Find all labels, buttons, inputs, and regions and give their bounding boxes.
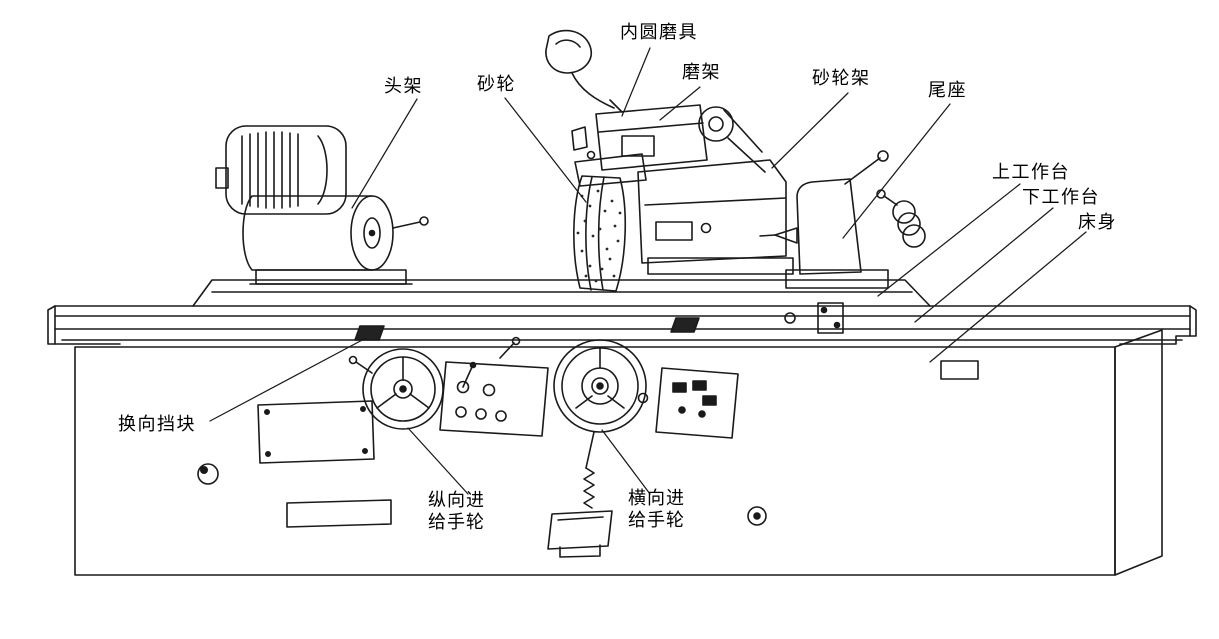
leader-internal-grinder [621,47,651,117]
lower-table-drawing [47,305,1197,345]
control-panel-drawing [439,336,549,437]
leader-grinding-wheel [504,97,587,203]
label-reversing-dog: 换向挡块 [118,414,196,435]
bed-drawing [74,329,1163,576]
label-headstock: 头架 [384,76,423,97]
leader-upper-table [877,183,1021,297]
label-bed: 床身 [1078,212,1117,233]
button-panel-drawing [655,367,739,439]
label-grinding-frame: 磨架 [682,62,721,83]
label-longitudinal-handwheel-line2: 给手轮 [428,511,485,533]
bed-face-details-drawing [197,400,767,528]
label-cross-handwheel: 横向进 给手轮 [628,488,685,532]
label-lower-table: 下工作台 [1022,187,1100,208]
headstock-drawing [215,125,429,285]
label-internal-grinder: 内圆磨具 [620,22,698,43]
tailstock-drawing [759,150,926,289]
leader-reversing-dog [209,337,367,422]
cross-handwheel-drawing [547,339,649,558]
label-grinding-wheel: 砂轮 [477,74,516,95]
label-cross-handwheel-line2: 给手轮 [628,509,685,531]
leader-lines [209,47,1087,495]
longitudinal-handwheel-drawing [348,348,444,430]
wheel-head-drawing [637,159,794,275]
leader-cross-handwheel [601,429,651,495]
label-longitudinal-handwheel-line1: 纵向进 [428,490,485,511]
leader-wheel-head [771,92,849,169]
leader-bed [929,231,1087,363]
label-longitudinal-handwheel: 纵向进 给手轮 [428,490,485,534]
upper-table-drawing [192,279,931,307]
grinding-frame-drawing [571,104,766,173]
table-dogs-drawing [354,302,844,341]
label-wheel-head: 砂轮架 [812,68,871,89]
leader-lower-table [914,207,1054,323]
lamp-drawing [545,29,623,113]
label-tailstock: 尾座 [928,80,967,101]
label-cross-handwheel-line1: 横向进 [628,488,685,509]
leader-longitudinal-handwheel [407,427,469,495]
leader-grinding-frame [659,86,701,121]
leader-headstock [351,98,418,209]
leader-tailstock [842,103,951,239]
grinding-wheel-drawing [573,153,647,292]
label-upper-table: 上工作台 [992,162,1070,183]
